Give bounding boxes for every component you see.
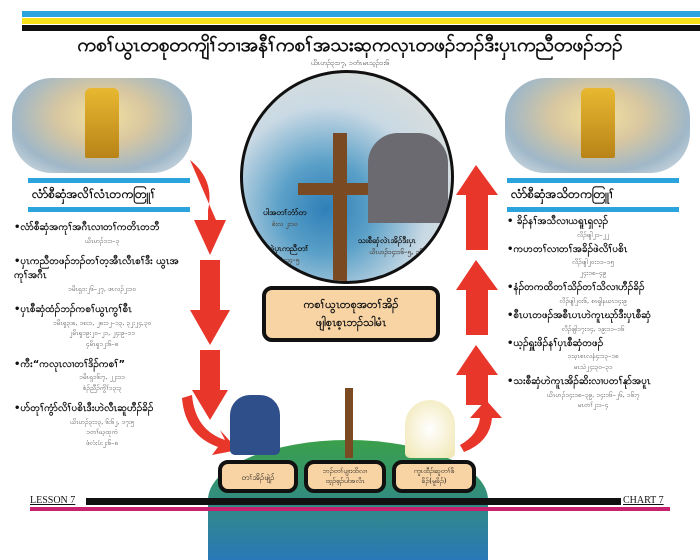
bottom-box-birth: တၢ်အိၣ်ဖျဲၣ် [218,460,298,493]
bottom-magenta-bar [30,507,670,511]
right-column: လံာ်စီဆှံအသိတကတြူၢ် • ခိၣ်နၢ်အသီလၢယရူၤရှ… [507,178,679,411]
box-text: ကူၤထီၣ်ဆူတၢ်ဖိ [413,467,455,475]
item-text: •လံာ်စီဆှံအကုၢ်အဂီၤလၢတၢ်ကတိၤတဘီ [14,222,160,233]
title-reference: ယိၤဟၣ်၃း၁၇, ၁တံၤမၤသ့ၣ်၁း၆ [250,58,450,68]
black-stripe [22,25,700,31]
item-reference: လိၣ်ဖျါ၁၇း၁၄, ၁၉း၁၁–၁၆ [561,324,625,333]
throne-illustration-right [505,78,690,173]
list-item: •ကဟတၢ်လၢတၢ်အခိၣ်ဖဲလိၢ်ပစိၤလိၣ်ဖျါ၂၀း၁၁–၁… [507,243,679,278]
item-reference: စံၣ်ညီၣ်ကွိၢ်၁၃း၃ [82,383,122,392]
item-reference: ၁မိၤရှ၁း၂၆–၂၇, ဖၤလၣ်၂း၁၀ [68,284,136,293]
up-arrow-icon [456,165,498,250]
center-label: ပါအတၢ်ဘံာ်တ [263,208,307,217]
right-heading: လံာ်စီဆှံအသိတကတြူၢ် [507,178,679,212]
item-text: •သးစီဆှံဟဲကူၤအိၣ်ဆိးလၢပတၢ်နုာ်အပူၤ [507,376,651,388]
box-text: တၢ်အိၣ်ဖျဲၣ် [241,473,275,482]
up-arrow-icon [456,345,498,405]
list-item: •နံၣ်တကထိတၢ်သိၣ်တၢ်သိလၢဟီၣ်ခိၣ်လိၣ်ဖျါ၂၀… [507,281,679,306]
item-text: •ယ့ၣ်ရှူးဖိၣ်နၢ်ပှၤစီဆှံတဖၣ် [507,337,604,349]
list-item: •ပှၤကညီတဖၣ်ဘၣ်တၢ်တ့အီၤလီၤစၢ်ဒီး ယွၤအကုၢ်… [14,255,190,294]
item-reference: ယိၤဟၣ်၁း၁–၃ [84,236,120,245]
center-label: သးစီဆှံလဲၤအိၣ်ဒီးပှၤ [358,236,417,245]
center-box: ကစၢ်ယွၤတစုအတၢ်အိၣ် ဖျါစ့ၤစ့ၤဘၣ်သါမံၤ [262,286,440,342]
curved-arrow-icon [460,400,502,452]
center-label-ref: စဲးလ ၂း၁၀ [271,220,298,228]
curved-arrow-icon [182,395,238,455]
item-reference: ယိၤဟၣ်၁၄း၁၈–၃၉, ၁၄း၁၆–၂၆, ၁၆း၇ [546,390,640,399]
item-text: •ပှၤစီဆှံထံၣ်ဘၣ်ကစၢ်ယွၤကွၢ်စီၤ [14,304,132,316]
list-item: •စီၤပၤတဖၣ်အစီၤပၤဟဲကူၤဃုာ်ဒီးပှၤစီဆှံလိၣ်… [507,309,679,334]
up-arrows [456,165,502,452]
list-item: • ခိၣ်နၢ်အသီလၢယရူၤရှလ့ၣ်လိၣ်ဖျါ၂၁–၂၂ [507,215,679,240]
left-column: လံာ်စီဆှံအလိၢ်လံၤတကတြူၢ် •လံာ်စီဆှံအကုၢ်… [14,178,190,448]
left-heading: လံာ်စီဆှံအလိၢ်လံၤတကတြူၢ် [28,178,190,212]
item-reference: ၁မိၤရှ၁၆း၇, ၂၂း၁၁ [79,373,125,382]
item-reference: ၁တၢ်ဃ့ထုကဲ [86,428,118,437]
chart-title: ကစၢ်ယွၤတစုတကျိၢ်ဘၢအနီၢ်ကစၢ်အသးဆုကလုၤတဖၣ်… [77,34,623,56]
center-box-line: ဖျါစ့ၤစ့ၤဘၣ်သါမံၤ [315,315,387,329]
item-reference: လိၣ်ဖျါ၂၀း၆, စၤၡါနယၤ၁၄း၉ [559,296,627,305]
item-reference: ၂၄း၁၈–၄၉ [579,268,607,277]
center-illustration: ပါအတၢ်ဘံာ်တစဲးလ ၂း၁၀ ဖိဢွါလဲပှၤကညီတၢ်ကလၤ… [240,70,454,284]
bottom-black-bar [86,498,621,505]
item-reference: လိၣ်ဖျါ၂၁–၂၂ [576,230,610,239]
throne-illustration-left [12,78,192,173]
bottom-box-ascension: ကူၤထီၣ်ဆူတၢ်ဖိ ခိၣ်(မူခိၣ်) [392,460,476,493]
list-item: •ပှၤစီဆှံထံၣ်ဘၣ်ကစၢ်ယွၤကွၢ်စီၤ၁မိၤရှ၃း၈,… [14,303,190,349]
yellow-stripe [22,18,700,24]
item-text: •နံၣ်တကထိတၢ်သိၣ်တၢ်သိလၢဟီၣ်ခိၣ် [507,282,645,294]
center-label: ဖိဢွါလဲပှၤကညီတၢ် [253,244,309,253]
item-text: •ပှၤကညီတဖၣ်ဘၣ်တၢ်တ့အီၤလီၤစၢ်ဒီး ယွၤအကုၢ်… [14,255,179,282]
down-arrow-icon [192,350,228,420]
mary-illustration [230,395,280,455]
center-box-line: ကစၢ်ယွၤတစုအတၢ်အိၣ် [303,298,399,311]
list-item: •လံာ်စီဆှံအကုၢ်အဂီၤလၢတၢ်ကတိၤတဘီယိၤဟၣ်၁း၁… [14,221,190,246]
box-text: ထ့ၣ်စ့ၣ်ပါအလိၤ [325,476,365,485]
center-label-ref: ကလၤတံ၄း၄–၅ [262,256,300,264]
blue-stripe [22,11,700,17]
bottom-box-crucifixion: ဘၣ်တၢ်ပျၢးထိလၢ ထ့ၣ်စ့ၣ်ပါအလိၤ [304,460,386,493]
lesson-label: LESSON 7 [30,495,76,506]
list-item: •ကီး“ကလုၤလၢတၢ်ဒိၣ်ကစၢ်” ၁မိၤရှ၁၆း၇, ၂၂း၁၁… [14,358,190,393]
center-label-ref: ယိၤဟၣ်၁၄း၁၆–၅, ၁၆း၁–၁၃ [369,248,439,256]
item-text: •ကီး“ကလုၤလၢတၢ်ဒိၣ်ကစၢ်” [14,358,126,370]
item-text: • ခိၣ်နၢ်အသီလၢယရူၤရှလ့ၣ် [507,216,609,227]
down-arrows [182,160,238,455]
item-text: •စီၤပၤတဖၣ်အစီၤပၤဟဲကူၤဃုာ်ဒီးပှၤစီဆှံ [507,310,651,322]
box-text: ခိၣ်(မူခိၣ်) [421,476,447,485]
item-reference: လိၣ်ဖျါ၂၀း၁၁–၁၅ [572,258,614,267]
item-text: •ပာ်တုၢ်ကွံာ်လိၢ်ပစိၤဒီးဟဲလီၤဆူဟီၣ်ခိၣ် [14,403,154,415]
list-item: •သးစီဆှံဟဲကူၤအိၣ်ဆိးလၢပတၢ်နုာ်အပူၤယိၤဟၣ်… [507,375,679,410]
down-arrow-icon [190,160,226,255]
item-reference: ၂မိၤရှ၁၉း၂၀–၂၁, ၂၄း၉–၁၁ [69,329,135,338]
item-reference: ၄မိၤရှ၁၂း၆–၈ [85,339,119,348]
item-reference: ဖံလံးပံး၂း၆–၈ [85,438,119,447]
box-text: ဘၣ်တၢ်ပျၢးထိလၢ [322,467,368,475]
down-arrow-icon [190,260,230,345]
item-reference: ယိၤဟၣ်၃း၁၃, ၆း၆၂, ၁၇း၅ [69,417,135,426]
item-reference: မၤတၢ်၂း၁–၄ [577,401,609,410]
item-reference: မၤသဲ၂၄း၃၀–၃၁ [573,362,613,371]
ascension-illustration [405,400,455,458]
item-reference: ၁သ့ၤစၤလနံ၄း၁၃–၁၈ [567,352,619,361]
chart-label: CHART 7 [623,495,664,506]
item-reference: ၁မိၤရှ၃း၈, ၁၈း၁, ၂၈း၁၂–၁၃, ၃၂း၂၄,၃၀ [52,318,152,327]
list-item: •ယ့ၣ်ရှူးဖိၣ်နၢ်ပှၤစီဆှံတဖၣ်၁သ့ၤစၤလနံ၄း၁… [507,337,679,372]
item-text: •ကဟတၢ်လၢတၢ်အခိၣ်ဖဲလိၢ်ပစိၤ [507,243,628,255]
cross-illustration [345,388,353,458]
up-arrow-icon [456,260,498,335]
list-item: •ပာ်တုၢ်ကွံာ်လိၢ်ပစိၤဒီးဟဲလီၤဆူဟီၣ်ခိၣ်ယ… [14,402,190,448]
